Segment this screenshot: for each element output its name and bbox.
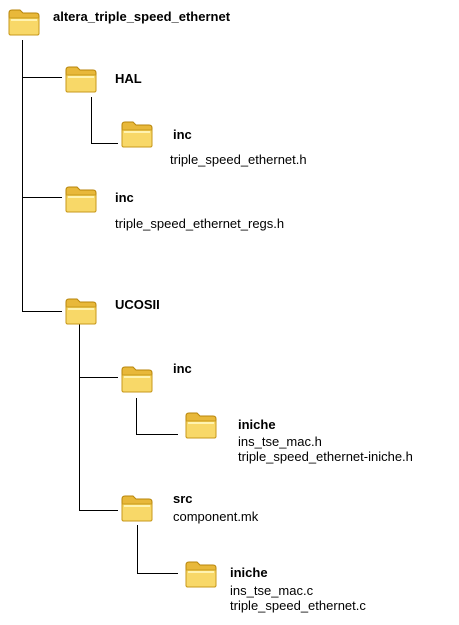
folder-label-inc: inc xyxy=(115,190,134,205)
folder-icon xyxy=(63,183,99,215)
file-list-ucosii-src-iniche: ins_tse_mac.c triple_speed_ethernet.c xyxy=(230,583,366,613)
file-item[interactable]: triple_speed_ethernet_regs.h xyxy=(115,216,285,231)
folder-icon xyxy=(183,409,219,441)
file-list-inc: triple_speed_ethernet_regs.h xyxy=(115,216,284,231)
folder-label-ucosii-src: src xyxy=(173,491,193,506)
file-item[interactable]: triple_speed_ethernet.c xyxy=(230,598,366,613)
file-list-hal-inc: triple_speed_ethernet.h xyxy=(170,152,307,167)
folder-icon xyxy=(183,558,219,590)
file-item[interactable]: ins_tse_mac.c xyxy=(230,583,314,598)
folder-label-ucosii-src-iniche: iniche xyxy=(230,565,268,580)
file-list-ucosii-src: component.mk xyxy=(173,509,258,524)
folder-label-ucosii-inc-iniche: iniche xyxy=(238,417,276,432)
folder-icon xyxy=(6,6,42,38)
folder-label-ucosii-inc: inc xyxy=(173,361,192,376)
folder-icon xyxy=(119,492,155,524)
folder-label-hal-inc: inc xyxy=(173,127,192,142)
folder-icon xyxy=(119,118,155,150)
file-list-ucosii-inc-iniche: ins_tse_mac.h triple_speed_ethernet-inic… xyxy=(238,434,413,464)
file-item[interactable]: triple_speed_ethernet.h xyxy=(170,152,307,167)
folder-label-root: altera_triple_speed_ethernet xyxy=(53,9,231,24)
folder-label-hal: HAL xyxy=(115,71,142,86)
file-item[interactable]: component.mk xyxy=(173,509,259,524)
folder-label-ucosii: UCOSII xyxy=(115,297,160,312)
file-item[interactable]: ins_tse_mac.h xyxy=(238,434,322,449)
folder-icon xyxy=(63,295,99,327)
folder-icon xyxy=(63,63,99,95)
folder-icon xyxy=(119,363,155,395)
file-item[interactable]: triple_speed_ethernet-iniche.h xyxy=(238,449,413,464)
